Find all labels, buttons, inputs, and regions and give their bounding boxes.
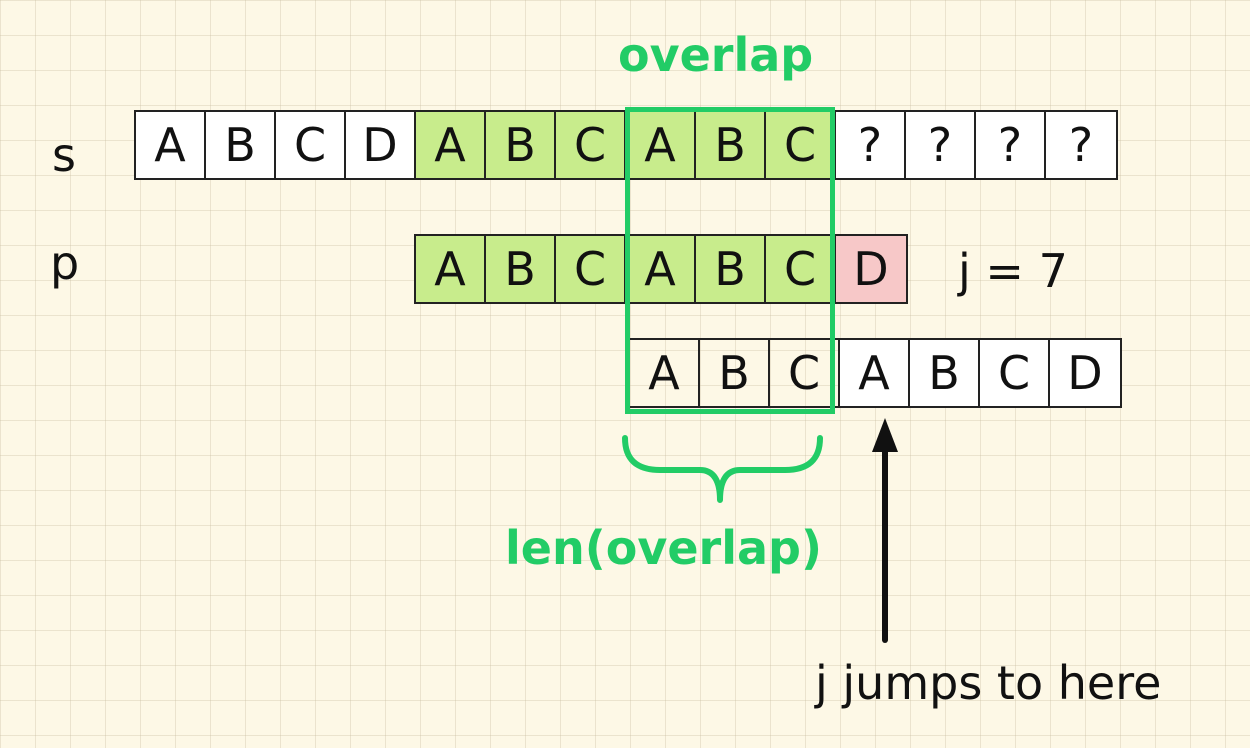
- p-cell-match: C: [766, 236, 836, 302]
- overlap-title: overlap: [618, 28, 814, 82]
- s-cell-unknown: ?: [976, 112, 1046, 178]
- s-cell: D: [346, 112, 416, 178]
- p-cell-match: B: [486, 236, 556, 302]
- s-cell: C: [276, 112, 346, 178]
- len-overlap-label: len(overlap): [505, 521, 822, 575]
- shifted-cell: D: [1050, 340, 1120, 406]
- p-cell-match: B: [696, 236, 766, 302]
- row-shifted: A B C A B C D: [628, 338, 1122, 408]
- shifted-cell: B: [910, 340, 980, 406]
- s-cell-match: A: [626, 112, 696, 178]
- j-value: j = 7: [958, 244, 1068, 298]
- shifted-cell: B: [700, 340, 770, 406]
- s-cell-match: C: [766, 112, 836, 178]
- shifted-cell: C: [770, 340, 840, 406]
- shifted-cell: C: [980, 340, 1050, 406]
- jump-note: j jumps to here: [815, 656, 1162, 710]
- p-cell-match: A: [626, 236, 696, 302]
- s-cell: B: [206, 112, 276, 178]
- s-cell-match: B: [696, 112, 766, 178]
- label-p: p: [50, 236, 80, 290]
- s-cell-unknown: ?: [906, 112, 976, 178]
- p-cell-match: A: [416, 236, 486, 302]
- s-cell-match: C: [556, 112, 626, 178]
- row-p: A B C A B C D: [414, 234, 908, 304]
- s-cell: A: [136, 112, 206, 178]
- jump-arrow-head: [872, 418, 898, 452]
- shifted-cell: A: [840, 340, 910, 406]
- s-cell-unknown: ?: [1046, 112, 1116, 178]
- shifted-cell: A: [630, 340, 700, 406]
- p-cell-match: C: [556, 236, 626, 302]
- overlap-brace: [622, 435, 823, 503]
- label-s: s: [52, 128, 76, 182]
- s-cell-match: B: [486, 112, 556, 178]
- row-s: A B C D A B C A B C ? ? ? ?: [134, 110, 1118, 180]
- s-cell-match: A: [416, 112, 486, 178]
- s-cell-unknown: ?: [836, 112, 906, 178]
- p-cell-mismatch: D: [836, 236, 906, 302]
